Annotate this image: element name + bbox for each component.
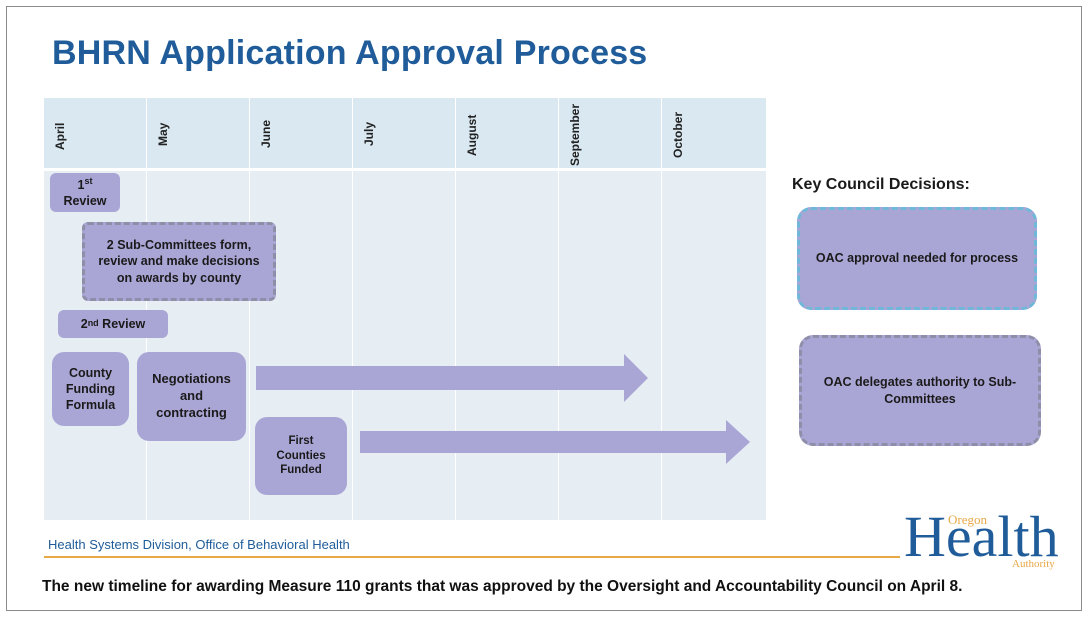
month-october: October (671, 111, 685, 158)
column-divider (249, 98, 250, 520)
negotiations-arrow (256, 354, 648, 402)
month-header-row (44, 98, 766, 168)
second-review-suffix: nd (87, 318, 99, 329)
image-caption: The new timeline for awarding Measure 11… (42, 578, 963, 595)
month-june: June (259, 119, 273, 148)
column-divider (352, 98, 353, 520)
oha-logo: Health Oregon Authority (904, 508, 1070, 574)
negotiations-box: Negotiations and contracting (137, 352, 246, 441)
column-divider (146, 98, 147, 520)
key-decision-delegation: OAC delegates authority to Sub-Committee… (799, 335, 1041, 446)
county-formula-box: County Funding Formula (52, 352, 129, 426)
first-review-label: Review (63, 194, 107, 209)
month-september: September (568, 103, 582, 166)
funding-arrow (360, 420, 750, 464)
first-review-box: 1st Review (50, 173, 120, 212)
footer-rule (44, 556, 900, 558)
month-july: July (362, 121, 376, 146)
key-decision-approval: OAC approval needed for process (797, 207, 1037, 310)
key-decision-approval-text: OAC approval needed for process (815, 251, 1019, 266)
first-funded-box: First Counties Funded (255, 417, 347, 495)
key-decision-delegation-text: OAC delegates authority to Sub-Committee… (823, 375, 1017, 406)
key-decisions-title: Key Council Decisions: (792, 176, 970, 193)
subcommittees-box: 2 Sub-Committees form, review and make d… (82, 222, 276, 301)
second-review-ordinal: 2 (80, 316, 88, 331)
second-review-label: Review (102, 316, 146, 331)
negotiations-text: Negotiations and contracting (152, 371, 231, 420)
logo-oregon: Oregon (948, 512, 987, 527)
header-separator (44, 168, 766, 171)
first-review-suffix: st (84, 175, 93, 186)
first-funded-text: First Counties Funded (276, 434, 326, 477)
column-divider (455, 98, 456, 520)
month-august: August (465, 114, 479, 156)
month-april: April (53, 122, 67, 150)
logo-authority: Authority (1012, 558, 1055, 570)
county-formula-text: County Funding Formula (65, 365, 116, 413)
column-divider (661, 98, 662, 520)
logo-health: Health (904, 504, 1059, 569)
month-may: May (156, 122, 170, 146)
first-review-ordinal: 1 (77, 177, 85, 192)
slide-title: BHRN Application Approval Process (52, 34, 648, 72)
column-divider (558, 98, 559, 520)
footer-division: Health Systems Division, Office of Behav… (48, 537, 350, 552)
subcommittees-text: 2 Sub-Committees form, review and make d… (98, 238, 260, 285)
